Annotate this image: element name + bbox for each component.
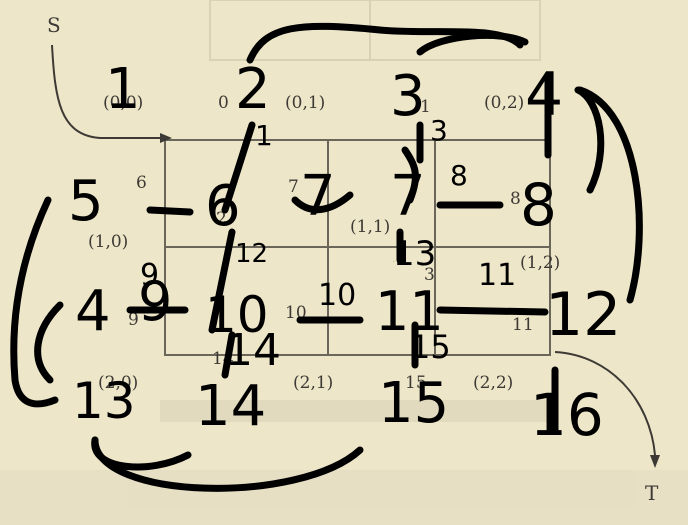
cell-num-15: 15	[405, 373, 427, 393]
hand-num-14: 14	[195, 374, 266, 439]
coord-1-2: (1,2)	[520, 253, 560, 273]
curve-4-to-8	[574, 86, 605, 194]
coord-0-1: (0,1)	[285, 93, 325, 113]
sink-label: T	[645, 481, 659, 505]
edge-6-10	[208, 228, 236, 334]
hand-num-4-left: 4	[75, 279, 111, 344]
hand-num-12: 12	[545, 280, 621, 350]
printed-labels: (0,0) 0 (0,1) 1 (0,2) 6 7 8 (1,0) 2 (1,1…	[88, 93, 560, 393]
node-id-0: 0	[218, 93, 229, 113]
hand-num-11: 11	[375, 280, 444, 343]
hand-num-3: 3	[390, 64, 426, 129]
cell-num-7: 7	[288, 177, 299, 197]
hand-edge-10: 10	[318, 278, 356, 313]
hand-edge-11: 11	[478, 258, 516, 293]
edge-10-14	[221, 331, 236, 379]
edge-5-6	[146, 206, 194, 216]
hand-num-13-left: 13	[72, 372, 136, 430]
sink-arrow	[554, 351, 660, 468]
cell-num-6: 6	[136, 173, 147, 193]
hand-edge-1: 1	[255, 119, 273, 152]
cell-num-9: 9	[128, 310, 139, 330]
hand-edge-15: 15	[410, 328, 451, 366]
hand-num-1: 1	[105, 57, 141, 122]
handwritten-numbers: 1 2 3 4 5 6 7 7 8 9 10 11 12 13 14 15 16…	[68, 57, 621, 449]
hand-num-5: 5	[68, 169, 104, 234]
hand-edge-14: 14	[225, 325, 281, 376]
coord-2-2: (2,2)	[473, 373, 513, 393]
arc-3-to-4	[416, 31, 529, 56]
hand-num-4: 4	[525, 60, 563, 130]
hand-num-7b: 7	[390, 164, 426, 229]
hand-edge-12: 12	[235, 239, 268, 269]
hand-num-15: 15	[378, 371, 449, 436]
loop-13-to-15	[91, 436, 364, 492]
hand-num-6: 6	[205, 174, 241, 239]
coord-2-0: (2,0)	[98, 373, 138, 393]
coord-1-1: (1,1)	[350, 217, 390, 237]
edge-7-tick	[401, 146, 419, 204]
hand-num-9: 9	[138, 270, 172, 333]
curve-4-to-12	[576, 86, 643, 304]
source-arrow	[51, 44, 172, 143]
curve-5-to-13	[10, 196, 59, 408]
hand-edge-8: 8	[450, 159, 468, 192]
coord-2-1: (2,1)	[293, 373, 333, 393]
arc-2-to-4	[246, 22, 524, 64]
hand-edge-3: 3	[430, 114, 448, 147]
hand-num-2: 2	[235, 57, 271, 122]
hand-edge-9: 9	[140, 258, 159, 293]
edge-11-12	[436, 306, 549, 316]
hand-num-7a: 7	[300, 164, 336, 229]
hand-num-10: 10	[205, 286, 269, 344]
node-id-1: 1	[420, 97, 431, 117]
hand-num-8: 8	[520, 171, 557, 239]
coord-1-0: (1,0)	[88, 232, 128, 252]
curve-9-to-13	[34, 301, 64, 384]
cell-num-2: 2	[216, 209, 227, 229]
coord-0-0: (0,0)	[103, 93, 143, 113]
edge-6-7-link	[291, 191, 354, 214]
source-label: S	[47, 13, 61, 37]
hand-num-13: 13	[393, 234, 436, 274]
handwritten-strokes	[10, 22, 643, 492]
hand-num-16: 16	[530, 381, 604, 449]
hand-edge-13: 13	[393, 261, 395, 263]
cell-num-3: 3	[424, 265, 435, 285]
edge-2-6	[221, 121, 256, 214]
cell-num-8: 8	[510, 189, 521, 209]
cell-num-11: 11	[512, 315, 534, 335]
coord-0-2: (0,2)	[484, 93, 524, 113]
